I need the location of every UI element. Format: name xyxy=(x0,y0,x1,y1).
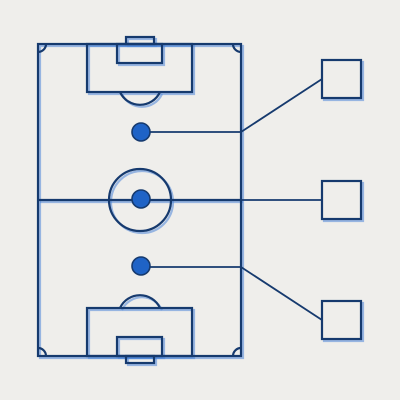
bottom-penalty-arc xyxy=(119,294,161,309)
label-boxes xyxy=(320,58,363,341)
top-goal xyxy=(124,35,156,46)
player-0 xyxy=(131,122,151,142)
center-circle-shadow xyxy=(109,169,175,235)
bottom-goal-shadow xyxy=(126,356,158,367)
label-box-2 xyxy=(320,299,363,341)
corner-arc-top-left xyxy=(37,43,48,54)
top-goal-shadow xyxy=(126,37,158,48)
bottom-penalty-box-shadow xyxy=(87,308,196,360)
label-box-1 xyxy=(320,179,363,221)
connector-2 xyxy=(150,266,323,321)
player-1 xyxy=(131,189,151,209)
bottom-goal xyxy=(124,354,156,365)
top-penalty-box xyxy=(85,42,194,94)
corner-arc-bottom-left xyxy=(37,346,48,357)
corner-arc-bottom-right xyxy=(231,346,242,357)
top-penalty-arc xyxy=(119,91,161,106)
top-penalty-box-shadow xyxy=(87,44,196,96)
connector-0 xyxy=(150,78,323,133)
corner-arc-top-right xyxy=(231,43,242,54)
label-box-0 xyxy=(320,58,363,100)
bottom-penalty-box xyxy=(85,306,194,358)
player-2 xyxy=(131,256,151,276)
connectors xyxy=(150,78,323,321)
players xyxy=(131,122,151,276)
